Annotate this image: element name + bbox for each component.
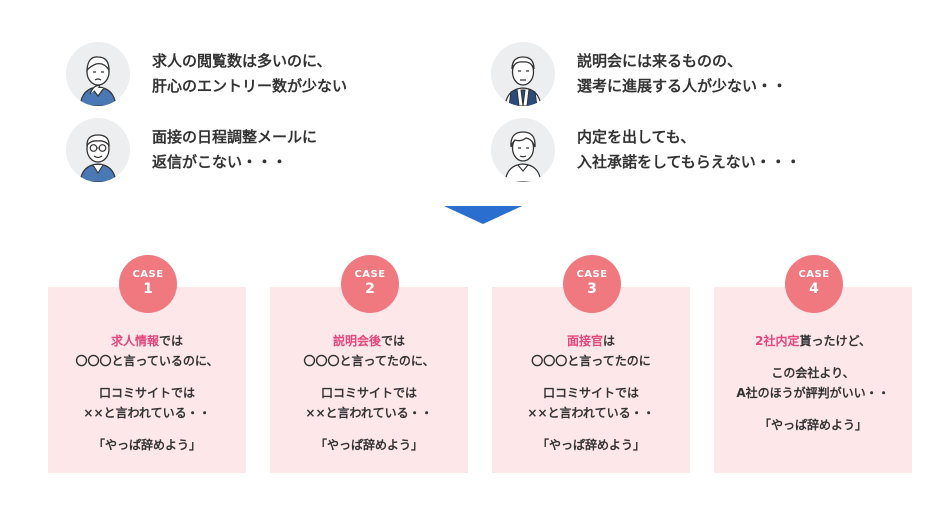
- case-middle-line: ××と言われている・・: [305, 406, 433, 420]
- case-intro-line: 〇〇〇と言っているのに、: [75, 354, 219, 368]
- case-intro: 説明会後では 〇〇〇と言ってたのに、: [270, 331, 468, 371]
- problem-line: 求人の閲覧数は多いのに、: [152, 52, 332, 70]
- case-middle: 口コミサイトでは ××と言われている・・: [48, 383, 246, 423]
- problem-text: 求人の閲覧数は多いのに、 肝心のエントリー数が少ない: [152, 49, 347, 99]
- case-quote: 「やっぱ辞めよう」: [48, 435, 246, 455]
- case-body: 2社内定貰ったけど、 この会社より、 A社のほうが評判がいい・・ 「やっぱ辞めよ…: [714, 331, 912, 447]
- problem-line: 面接の日程調整メールに: [152, 128, 318, 146]
- case-badge: CASE 3: [563, 255, 621, 313]
- case-intro-line: 〇〇〇と言ってたのに: [531, 354, 651, 368]
- case-quote: 「やっぱ辞めよう」: [270, 435, 468, 455]
- case-quote-text: 「やっぱ辞めよう」: [314, 438, 423, 452]
- case-intro: 面接官は 〇〇〇と言ってたのに: [492, 331, 690, 371]
- case-intro-rest: では: [159, 334, 184, 348]
- problem-item: 説明会には来るものの、 選考に進展する人が少ない・・: [491, 42, 787, 106]
- case-intro: 求人情報では 〇〇〇と言っているのに、: [48, 331, 246, 371]
- case-middle: 口コミサイトでは ××と言われている・・: [492, 383, 690, 423]
- young-man-icon: [491, 118, 555, 182]
- older-man-glasses-icon: [66, 118, 130, 182]
- problem-line: 説明会には来るものの、: [577, 52, 743, 70]
- case-body: 面接官は 〇〇〇と言ってたのに 口コミサイトでは ××と言われている・・ 「やっ…: [492, 331, 690, 467]
- problem-line: 肝心のエントリー数が少ない: [152, 77, 348, 95]
- case-middle-line: ××と言われている・・: [83, 406, 211, 420]
- case-badge-label: CASE: [798, 269, 830, 280]
- case-badge-number: 2: [365, 281, 375, 297]
- case-card: CASE 4 2社内定貰ったけど、 この会社より、 A社のほうが評判がいい・・ …: [714, 255, 912, 473]
- case-middle: この会社より、 A社のほうが評判がいい・・: [714, 363, 912, 403]
- worried-woman-icon: [66, 42, 130, 106]
- problem-line: 選考に進展する人が少ない・・: [577, 77, 788, 95]
- case-quote: 「やっぱ辞めよう」: [492, 435, 690, 455]
- case-quote-text: 「やっぱ辞めよう」: [92, 438, 201, 452]
- problem-line: 返信がこない・・・: [152, 153, 288, 171]
- case-body: 求人情報では 〇〇〇と言っているのに、 口コミサイトでは ××と言われている・・…: [48, 331, 246, 467]
- problem-item: 内定を出しても、 入社承諾をしてもらえない・・・: [491, 118, 801, 182]
- case-quote-text: 「やっぱ辞めよう」: [758, 418, 867, 432]
- case-middle-line: 口コミサイトでは: [320, 386, 417, 400]
- case-badge-label: CASE: [354, 269, 386, 280]
- case-intro: 2社内定貰ったけど、: [714, 331, 912, 351]
- problem-item: 面接の日程調整メールに 返信がこない・・・: [66, 118, 317, 182]
- case-quote-text: 「やっぱ辞めよう」: [536, 438, 645, 452]
- down-triangle-icon: [444, 206, 522, 224]
- problem-text: 面接の日程調整メールに 返信がこない・・・: [152, 125, 317, 175]
- problem-item: 求人の閲覧数は多いのに、 肝心のエントリー数が少ない: [66, 42, 347, 106]
- problem-text: 説明会には来るものの、 選考に進展する人が少ない・・: [577, 49, 787, 99]
- case-middle-line: ××と言われている・・: [527, 406, 655, 420]
- case-card: CASE 3 面接官は 〇〇〇と言ってたのに 口コミサイトでは ××と言われてい…: [492, 255, 690, 473]
- case-middle-line: A社のほうが評判がいい・・: [736, 386, 890, 400]
- case-body: 説明会後では 〇〇〇と言ってたのに、 口コミサイトでは ××と言われている・・ …: [270, 331, 468, 467]
- problem-line: 内定を出しても、: [577, 128, 696, 146]
- case-intro-rest: 貰ったけど、: [799, 334, 871, 348]
- case-badge-label: CASE: [576, 269, 608, 280]
- case-highlight: 求人情報: [110, 334, 159, 348]
- case-highlight: 2社内定: [755, 334, 800, 348]
- case-badge-number: 4: [809, 281, 819, 297]
- problem-text: 内定を出しても、 入社承諾をしてもらえない・・・: [577, 125, 801, 175]
- case-middle-line: 口コミサイトでは: [98, 386, 195, 400]
- case-badge-number: 3: [587, 281, 597, 297]
- case-badge: CASE 1: [119, 255, 177, 313]
- case-badge-label: CASE: [132, 269, 164, 280]
- case-intro-rest: は: [603, 334, 616, 348]
- man-with-tie-icon: [491, 42, 555, 106]
- case-intro-line: 〇〇〇と言ってたのに、: [303, 354, 435, 368]
- problem-line: 入社承諾をしてもらえない・・・: [577, 153, 801, 171]
- case-intro-rest: では: [381, 334, 406, 348]
- case-card: CASE 1 求人情報では 〇〇〇と言っているのに、 口コミサイトでは ××と言…: [48, 255, 246, 473]
- case-badge: CASE 4: [785, 255, 843, 313]
- case-quote: 「やっぱ辞めよう」: [714, 415, 912, 435]
- case-middle-line: 口コミサイトでは: [542, 386, 639, 400]
- case-middle-line: この会社より、: [771, 366, 855, 380]
- case-badge-number: 1: [143, 281, 153, 297]
- case-middle: 口コミサイトでは ××と言われている・・: [270, 383, 468, 423]
- case-highlight: 面接官: [566, 334, 603, 348]
- case-card: CASE 2 説明会後では 〇〇〇と言ってたのに、 口コミサイトでは ××と言わ…: [270, 255, 468, 473]
- case-highlight: 説明会後: [332, 334, 381, 348]
- case-badge: CASE 2: [341, 255, 399, 313]
